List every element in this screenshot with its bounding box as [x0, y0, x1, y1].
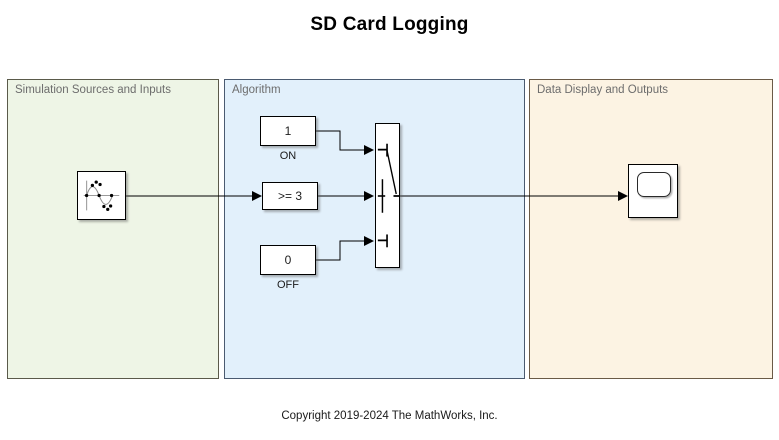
panel-data-display[interactable]: Data Display and Outputs [529, 79, 773, 379]
constant-on-caption: ON [279, 150, 297, 162]
constant-off-value: 0 [284, 253, 292, 267]
constant-on-block[interactable]: 1 [260, 116, 316, 146]
copyright-text: Copyright 2019-2024 The MathWorks, Inc. [281, 410, 498, 422]
scope-screen-icon [637, 172, 671, 197]
compare-value: >= 3 [277, 189, 303, 203]
sine-wave-with-markers-icon [83, 180, 120, 212]
constant-off-block[interactable]: 0 [260, 245, 316, 275]
switch-block[interactable] [375, 123, 400, 268]
page-title: SD Card Logging [310, 14, 469, 35]
constant-on-value: 1 [284, 124, 292, 138]
constant-off-caption: OFF [277, 279, 299, 291]
compare-to-constant-block[interactable]: >= 3 [262, 182, 318, 210]
signal-editor-block[interactable] [77, 171, 126, 220]
panel-label-data-display: Data Display and Outputs [537, 84, 669, 96]
panel-label-algorithm: Algorithm [232, 84, 281, 96]
panel-simulation-sources[interactable]: Simulation Sources and Inputs [7, 79, 219, 379]
panel-label-simulation-sources: Simulation Sources and Inputs [15, 84, 171, 96]
scope-block[interactable] [628, 164, 678, 218]
switch-icon [377, 143, 399, 248]
